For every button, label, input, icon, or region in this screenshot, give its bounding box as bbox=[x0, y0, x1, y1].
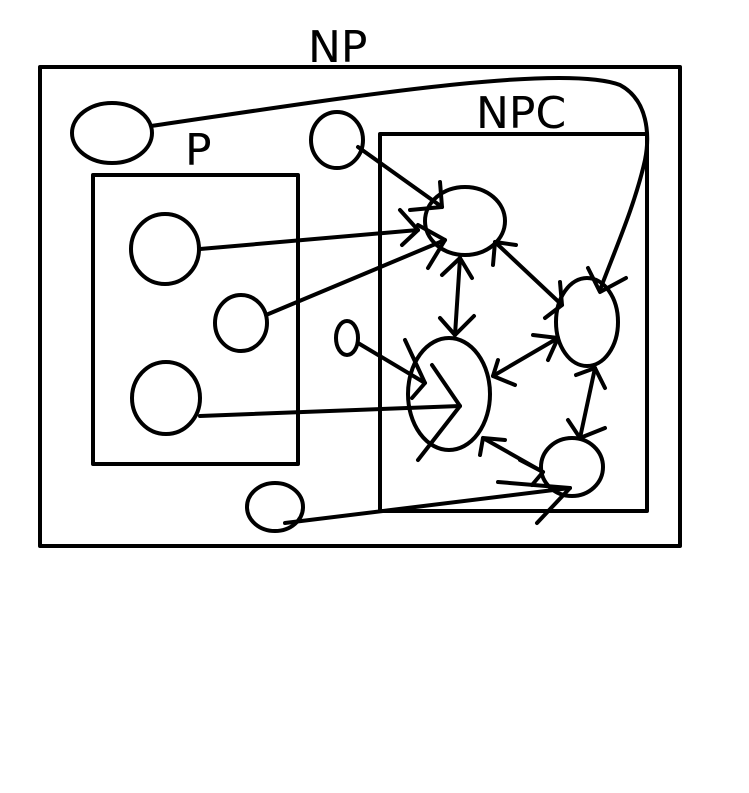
arrow-npc-center-right bbox=[491, 336, 560, 378]
p-label: P bbox=[185, 125, 212, 176]
arrow-p-top-to-npc-top bbox=[198, 228, 420, 251]
arrowhead-p-top-to-npc-top bbox=[398, 208, 420, 247]
arrow-p-bottom-to-npc-center bbox=[198, 404, 462, 418]
arrowhead-npc-center-bottom-right-up bbox=[478, 436, 507, 457]
npc-node-center bbox=[406, 336, 492, 452]
arrowhead-npc-center-right-left bbox=[491, 358, 517, 387]
npc-node-right bbox=[554, 276, 620, 368]
npc-box bbox=[378, 132, 649, 513]
arrow-npc-right-bottom-right bbox=[578, 366, 597, 440]
arrow-npc-top-center bbox=[453, 256, 462, 337]
arrowhead-p-middle-to-npc-top bbox=[416, 223, 447, 270]
arrowhead-npc-top-right-down bbox=[543, 280, 564, 320]
arrowhead-npc-right-down bbox=[574, 366, 607, 390]
arrowhead-npc-center-right-right bbox=[531, 333, 560, 362]
arrowhead-np-bottom-to-npc-bottom-right bbox=[496, 480, 572, 525]
np-node-top-middle bbox=[309, 110, 365, 170]
arrowhead-npc-center-bottom-right-down bbox=[518, 458, 545, 487]
npc-label: NPC bbox=[476, 88, 566, 139]
np-node-small bbox=[334, 319, 360, 357]
arrowhead-p-bottom-to-npc-center bbox=[416, 363, 462, 462]
np-label: NP bbox=[308, 22, 367, 73]
arrow-top-left-to-npc-right bbox=[149, 75, 650, 292]
arrowhead-top-left-to-npc-right bbox=[586, 266, 628, 294]
arrow-p-middle-to-npc-top bbox=[264, 238, 447, 317]
p-node-middle bbox=[213, 293, 269, 353]
arrow-npc-top-right bbox=[493, 240, 564, 307]
arrowhead-npc-top-right-up bbox=[491, 240, 518, 267]
arrowhead-npc-top-center-down bbox=[438, 314, 476, 337]
arrow-np-bottom-to-npc-bottom-right bbox=[283, 486, 572, 525]
arrowhead-npc-top-center-up bbox=[440, 256, 474, 280]
npc-node-top bbox=[423, 185, 507, 257]
np-box bbox=[38, 65, 682, 548]
arrow-small-to-npc-center bbox=[356, 341, 427, 385]
p-box bbox=[91, 173, 300, 466]
np-node-bottom bbox=[245, 481, 305, 533]
arrowhead-small-to-npc-center bbox=[403, 338, 427, 400]
arrowhead-npc-right-up bbox=[566, 418, 607, 440]
arrow-np-top-middle-to-npc-top bbox=[356, 145, 444, 209]
npc-node-bottom-right bbox=[539, 436, 605, 498]
p-node-bottom bbox=[130, 360, 202, 436]
arrowhead-np-top-middle-to-npc-top bbox=[408, 180, 444, 212]
p-node-top bbox=[129, 212, 201, 286]
np-node-top-left bbox=[70, 101, 154, 165]
